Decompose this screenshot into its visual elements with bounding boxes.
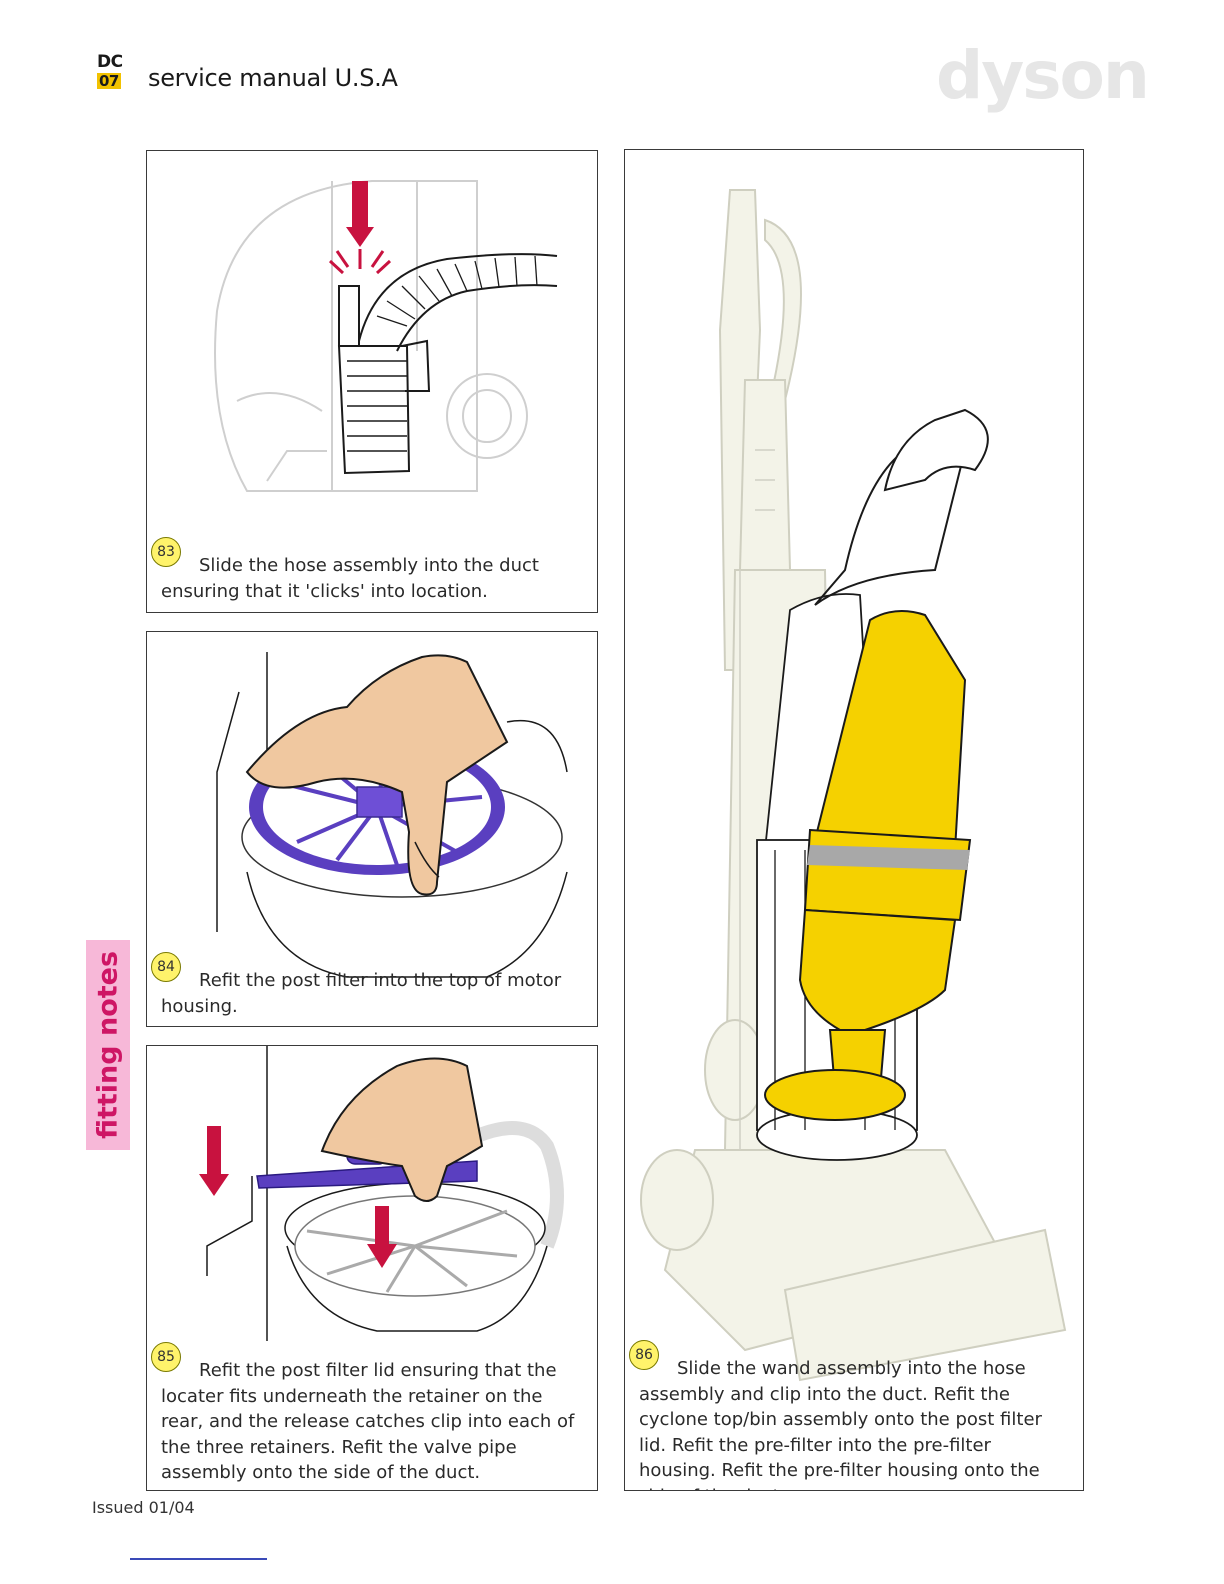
model-code-top: DC — [97, 52, 123, 72]
step-84-number: 84 — [151, 952, 181, 982]
step-84-panel: 84 Refit the post filter into the top of… — [146, 631, 598, 1027]
brand-logo: dyson — [936, 37, 1150, 114]
filter-lid-illustration — [199, 1046, 564, 1341]
vacuum-assembly-illustration — [640, 189, 1067, 1382]
model-code-bottom: 07 — [97, 72, 121, 90]
step-85-caption: Refit the post filter lid ensuring that … — [161, 1360, 575, 1483]
model-badge: DC 07 — [97, 54, 129, 90]
step-85-panel: 85 Refit the post filter lid ensuring th… — [146, 1045, 598, 1491]
document-title: service manual U.S.A — [148, 64, 398, 92]
step-84-caption: Refit the post filter into the top of mo… — [161, 970, 562, 1017]
step-83-panel: 83 Slide the hose assembly into the duct… — [146, 150, 598, 613]
section-tab: fitting notes — [86, 940, 130, 1150]
issued-date: Issued 01/04 — [92, 1498, 195, 1517]
footer-divider — [130, 1558, 267, 1560]
step-83-caption: Slide the hose assembly into the duct en… — [161, 555, 539, 602]
hose-duct-illustration — [214, 180, 558, 492]
step-86-panel: 86 Slide the wand assembly into the hose… — [624, 149, 1084, 1491]
step-86-caption: Slide the wand assembly into the hose as… — [639, 1358, 1042, 1490]
post-filter-illustration — [216, 652, 568, 978]
step-86-number: 86 — [629, 1340, 659, 1370]
section-tab-label: fitting notes — [92, 950, 124, 1140]
step-83-number: 83 — [151, 537, 181, 567]
step-85-number: 85 — [151, 1342, 181, 1372]
